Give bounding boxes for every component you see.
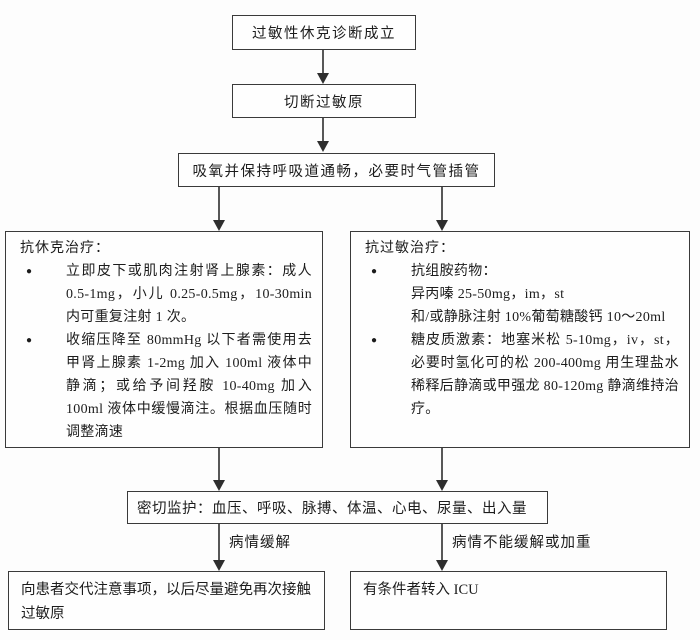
node-patient-education-label: 向患者交代注意事项，以后尽量避免再次接触过敏原 [21,582,311,622]
anti-allergy-bullet-1: ● 抗组胺药物： 异丙嗪 25-50mg，im，st 和/或静脉注射 10%葡萄… [365,260,679,329]
anti-allergy-bullet-2: ● 糖皮质激素：地塞米松 5-10mg，iv，st，必要时氢化可的松 200-4… [365,329,679,421]
anti-allergy-bullet-1-text: 抗组胺药物： 异丙嗪 25-50mg，im，st 和/或静脉注射 10%葡萄糖酸… [411,264,666,325]
bullet-icon: ● [371,266,378,277]
bullet-icon: ● [371,335,378,346]
arrow-diagnosis-to-cut-allergen [317,50,329,84]
arrow-anti-allergy-to-monitoring [436,448,448,491]
arrow-oxygen-to-anti-shock [213,187,225,231]
anti-allergy-title: 抗过敏治疗： [365,241,455,256]
anti-shock-bullet-1: ● 立即皮下或肌肉注射肾上腺素：成人 0.5-1mg，小儿 0.25-0.5mg… [20,260,312,329]
node-anti-allergy-treatment: 抗过敏治疗： ● 抗组胺药物： 异丙嗪 25-50mg，im，st 和/或静脉注… [350,231,690,448]
arrow-monitoring-to-icu [436,524,448,571]
node-oxygen-airway: 吸氧并保持呼吸道通畅，必要时气管插管 [178,153,495,187]
arrow-anti-shock-to-monitoring [213,448,225,491]
anti-shock-title: 抗休克治疗： [20,241,110,256]
node-patient-education: 向患者交代注意事项，以后尽量避免再次接触过敏原 [8,571,325,630]
anti-shock-bullet-1-text: 立即皮下或肌肉注射肾上腺素：成人 0.5-1mg，小儿 0.25-0.5mg，1… [66,264,312,325]
arrow-oxygen-to-anti-allergy [436,187,448,231]
arrow-cut-allergen-to-oxygen [317,118,329,152]
bullet-icon: ● [26,335,33,346]
label-condition-not-relieved: 病情不能缓解或加重 [452,535,592,551]
bullet-icon: ● [26,266,33,277]
node-cut-allergen: 切断过敏原 [232,84,416,118]
node-icu-transfer: 有条件者转入 ICU [350,571,667,630]
anti-shock-bullet-2: ● 收缩压降至 80mmHg 以下者需使用去甲肾上腺素 1-2mg 加入 100… [20,329,312,444]
node-anti-shock-treatment: 抗休克治疗： ● 立即皮下或肌肉注射肾上腺素：成人 0.5-1mg，小儿 0.2… [5,231,323,448]
node-diagnosis: 过敏性休克诊断成立 [232,15,416,50]
arrow-monitoring-to-patient-education [213,524,225,571]
node-cut-allergen-label: 切断过敏原 [284,94,364,111]
anti-shock-bullet-2-text: 收缩压降至 80mmHg 以下者需使用去甲肾上腺素 1-2mg 加入 100ml… [66,333,312,440]
anti-allergy-bullet-2-text: 糖皮质激素：地塞米松 5-10mg，iv，st，必要时氢化可的松 200-400… [411,333,679,417]
node-monitoring-label: 密切监护：血压、呼吸、脉搏、体温、心电、尿量、出入量 [137,501,527,517]
node-diagnosis-label: 过敏性休克诊断成立 [252,26,396,42]
label-condition-relieved: 病情缓解 [229,535,291,551]
node-oxygen-airway-label: 吸氧并保持呼吸道通畅，必要时气管插管 [192,163,481,180]
node-icu-transfer-label: 有条件者转入 ICU [363,582,479,598]
node-monitoring: 密切监护：血压、呼吸、脉搏、体温、心电、尿量、出入量 [127,491,548,524]
